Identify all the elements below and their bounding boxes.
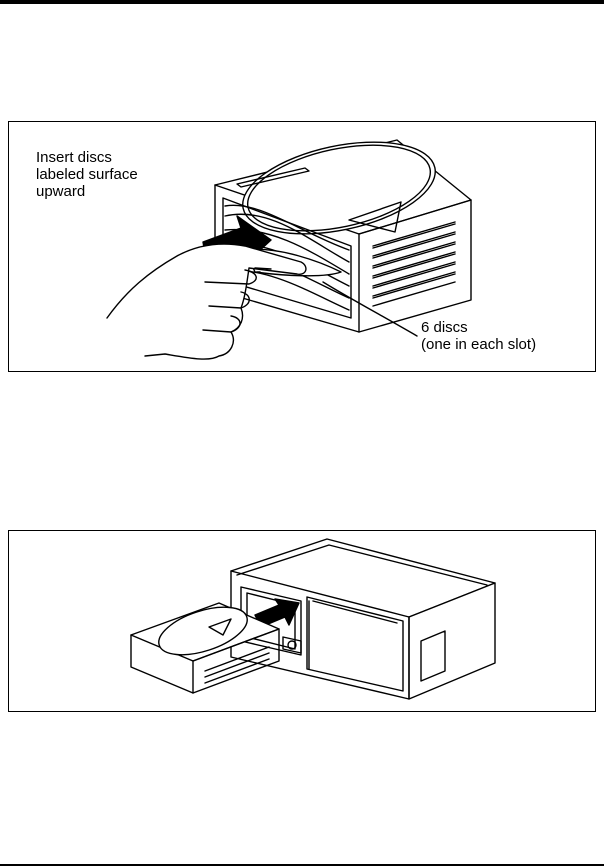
callout-label: 6 discs (one in each slot) [421, 319, 536, 353]
instruction-label: Insert discs labeled surface upward [36, 149, 138, 200]
instruction-line-2: labeled surface [36, 166, 138, 183]
instruction-line-1: Insert discs [36, 149, 112, 166]
callout-line-2: (one in each slot) [421, 336, 537, 353]
instruction-line-3: upward [36, 183, 86, 200]
figure-insert-discs: Insert discs labeled surface upward 6 di… [8, 121, 596, 372]
changer-illustration [130, 538, 496, 700]
figure-insert-magazine [8, 530, 596, 712]
magazine-illustration [106, 139, 472, 360]
bottom-rule [0, 864, 604, 866]
top-rule [0, 0, 604, 4]
callout-line-1: 6 discs [421, 319, 468, 336]
